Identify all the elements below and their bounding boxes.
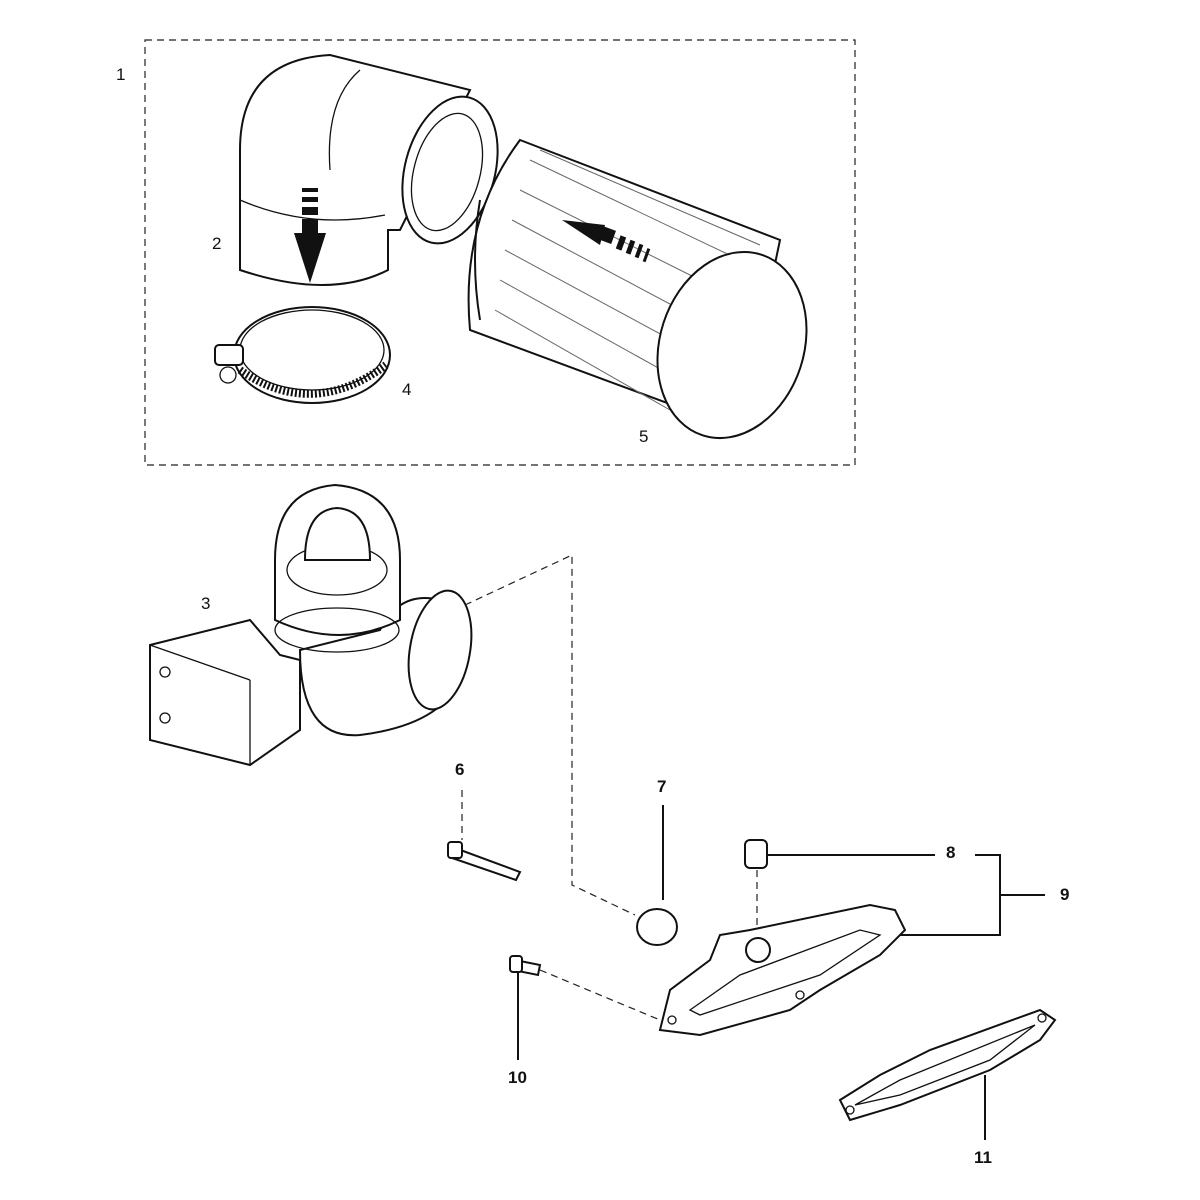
callout-7: 7	[657, 777, 667, 796]
callout-5: 5	[639, 427, 649, 446]
bolt-part-6	[447, 790, 522, 882]
callout-11: 11	[974, 1148, 992, 1167]
callout-4: 4	[402, 380, 412, 399]
callout-10: 10	[508, 1068, 527, 1087]
callout-2: 2	[212, 234, 222, 253]
hose-clamp-part-4	[214, 306, 391, 404]
intake-elbow-part-3	[149, 483, 473, 767]
callout-1: 1	[116, 65, 126, 84]
manifold-part-9	[658, 854, 1045, 1037]
flow-arrow-down-icon	[294, 188, 326, 283]
screw-part-10	[509, 955, 661, 1060]
kit-boundary	[144, 39, 856, 466]
air-filter-part-5	[467, 138, 808, 440]
flow-arrow-left-icon	[562, 220, 651, 263]
o-ring-part-7	[636, 805, 678, 946]
plug-part-8	[744, 839, 935, 940]
callout-9: 9	[1060, 885, 1070, 904]
callout-8: 8	[946, 843, 956, 862]
callout-3: 3	[201, 594, 211, 613]
elbow-hose-part-2	[239, 53, 499, 286]
gasket-part-11	[838, 1008, 1057, 1140]
callout-6: 6	[455, 760, 465, 779]
